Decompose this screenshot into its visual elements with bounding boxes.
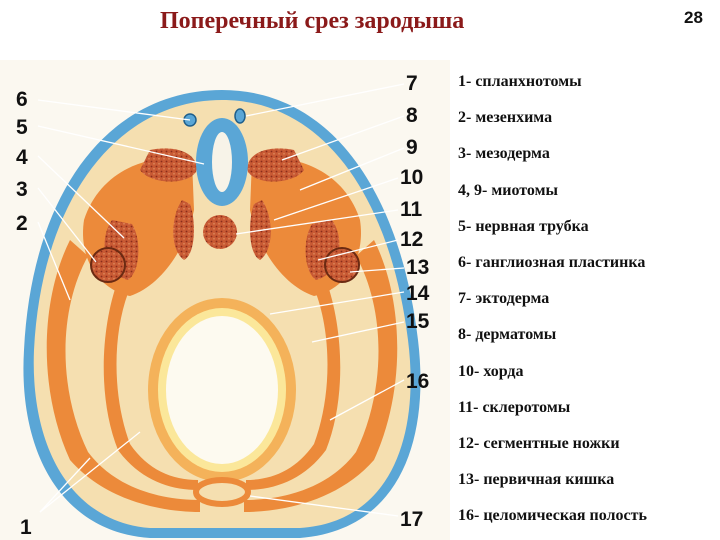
embryo-cross-section-diagram: 6 5 4 3 2 1 7 8 9 10 11 12 13 14 15 16 1… [0,60,450,540]
legend-item: 1- спланхнотомы [458,73,582,90]
legend-item: 3- мезодерма [458,145,550,163]
left-dermatome [140,148,197,182]
label-3: 3 [16,178,28,201]
label-7: 7 [406,72,418,95]
label-6: 6 [16,88,28,111]
legend-item: 16- целомическая полость [458,507,647,525]
label-1: 1 [20,516,32,539]
label-17: 17 [400,508,423,531]
legend-item: 5- нервная трубка [458,217,589,235]
label-12: 12 [400,228,423,251]
primary-gut-lumen [166,316,278,464]
legend-item: 10- хорда [458,362,524,380]
legend-item: 2- мезенхима [458,109,553,127]
left-mesoderm-band [46,240,200,512]
left-number-labels: 6 5 4 3 2 1 [16,88,32,539]
legend-item: 4, 9- миотомы [458,181,558,199]
right-mesoderm-band [244,240,398,512]
left-splanchnic-layer [103,280,198,490]
right-neural-crest [234,108,246,124]
label-15: 15 [406,310,430,333]
label-11: 11 [400,198,423,221]
label-10: 10 [400,166,423,189]
right-number-labels: 7 8 9 10 11 12 13 14 15 16 17 [400,72,430,531]
left-medial-sclerotome [173,200,194,260]
legend-list: 1- спланхнотомы 2- мезенхима 3- мезодерм… [458,70,720,540]
label-2: 2 [16,212,28,235]
label-8: 8 [406,104,418,127]
label-16: 16 [406,370,429,393]
legend-item: 8- дерматомы [458,326,557,344]
notochord [203,215,237,249]
left-ganglion-plate [90,247,126,283]
legend-item: 11- склеротомы [458,398,571,416]
label-9: 9 [406,136,418,159]
label-4: 4 [16,146,28,169]
label-13: 13 [406,256,429,279]
legend-item: 12- сегментные ножки [458,434,620,452]
legend-item: 6- ганглиозная пластинка [458,253,646,271]
right-splanchnic-layer [246,280,341,490]
neural-tube-canal [212,132,232,192]
right-ganglion-plate [324,247,360,283]
aorta-ring [193,477,251,507]
label-14: 14 [406,282,430,305]
page-title: Поперечный срез зародыша [160,8,465,34]
legend-item: 7- эктодерма [458,290,550,308]
leader-lines [37,83,405,517]
label-5: 5 [16,116,28,139]
page-number: 28 [684,8,703,27]
legend-item: 13- первичная кишка [458,471,615,489]
